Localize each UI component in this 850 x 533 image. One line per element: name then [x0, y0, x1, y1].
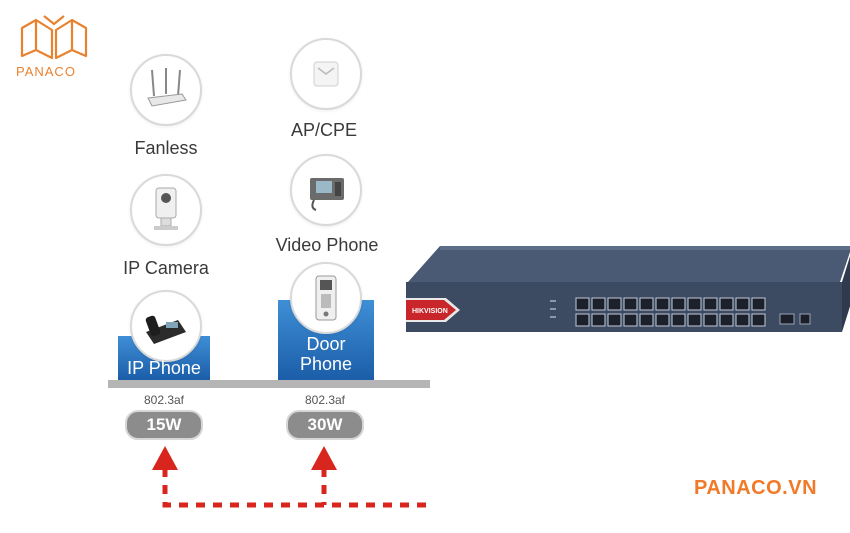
left-arrow-head — [152, 446, 178, 470]
base-divider — [108, 380, 430, 388]
left-watts-badge: 15W — [125, 410, 203, 440]
ip-phone-icon — [130, 290, 202, 362]
video-phone-label: Video Phone — [275, 235, 379, 255]
ap-cpe-icon — [290, 38, 362, 110]
switch-brand: HIKVISION — [412, 308, 448, 315]
fanless-router-icon — [130, 54, 202, 126]
door-phone-label-line1: Door — [306, 334, 346, 354]
rj45-port — [591, 313, 606, 327]
rj45-port — [575, 297, 590, 311]
rj45-port — [591, 297, 606, 311]
rj45-port — [623, 297, 638, 311]
right-arrow-head — [311, 446, 337, 470]
rj45-port — [687, 313, 702, 327]
rj45-port — [671, 297, 686, 311]
video-phone-icon — [290, 154, 362, 226]
rj45-port — [575, 313, 590, 327]
rj45-port — [639, 297, 654, 311]
rj45-port — [607, 297, 622, 311]
rj45-port — [687, 297, 702, 311]
left-standard: 802.3af — [143, 393, 185, 407]
right-watts-badge: 30W — [286, 410, 364, 440]
rj45-port — [735, 313, 750, 327]
website-text: PANACO.VN — [694, 477, 818, 499]
rj45-port — [719, 313, 734, 327]
rj45-port — [751, 313, 766, 327]
rj45-port — [671, 313, 686, 327]
fanless-label: Fanless — [134, 138, 198, 158]
door-phone-label-line2: Phone — [299, 354, 353, 374]
rj45-port — [607, 313, 622, 327]
rj45-port — [751, 297, 766, 311]
ap-cpe-label: AP/CPE — [290, 120, 358, 140]
rj45-port — [703, 297, 718, 311]
rj45-port — [655, 297, 670, 311]
rj45-port — [719, 297, 734, 311]
rj45-port — [735, 297, 750, 311]
poe-switch: HIKVISION — [406, 246, 850, 332]
rj45-port — [639, 313, 654, 327]
logo-text: PANACO — [16, 64, 76, 79]
book-logo-icon — [20, 15, 88, 60]
ip-camera-label: IP Camera — [123, 258, 209, 278]
door-phone-icon — [290, 262, 362, 334]
right-standard: 802.3af — [304, 393, 346, 407]
rj45-port — [703, 313, 718, 327]
rj45-port — [655, 313, 670, 327]
ip-camera-icon — [130, 174, 202, 246]
panaco-logo: PANACO — [14, 12, 94, 82]
ip-phone-label: IP Phone — [127, 358, 201, 378]
rj45-port — [623, 313, 638, 327]
